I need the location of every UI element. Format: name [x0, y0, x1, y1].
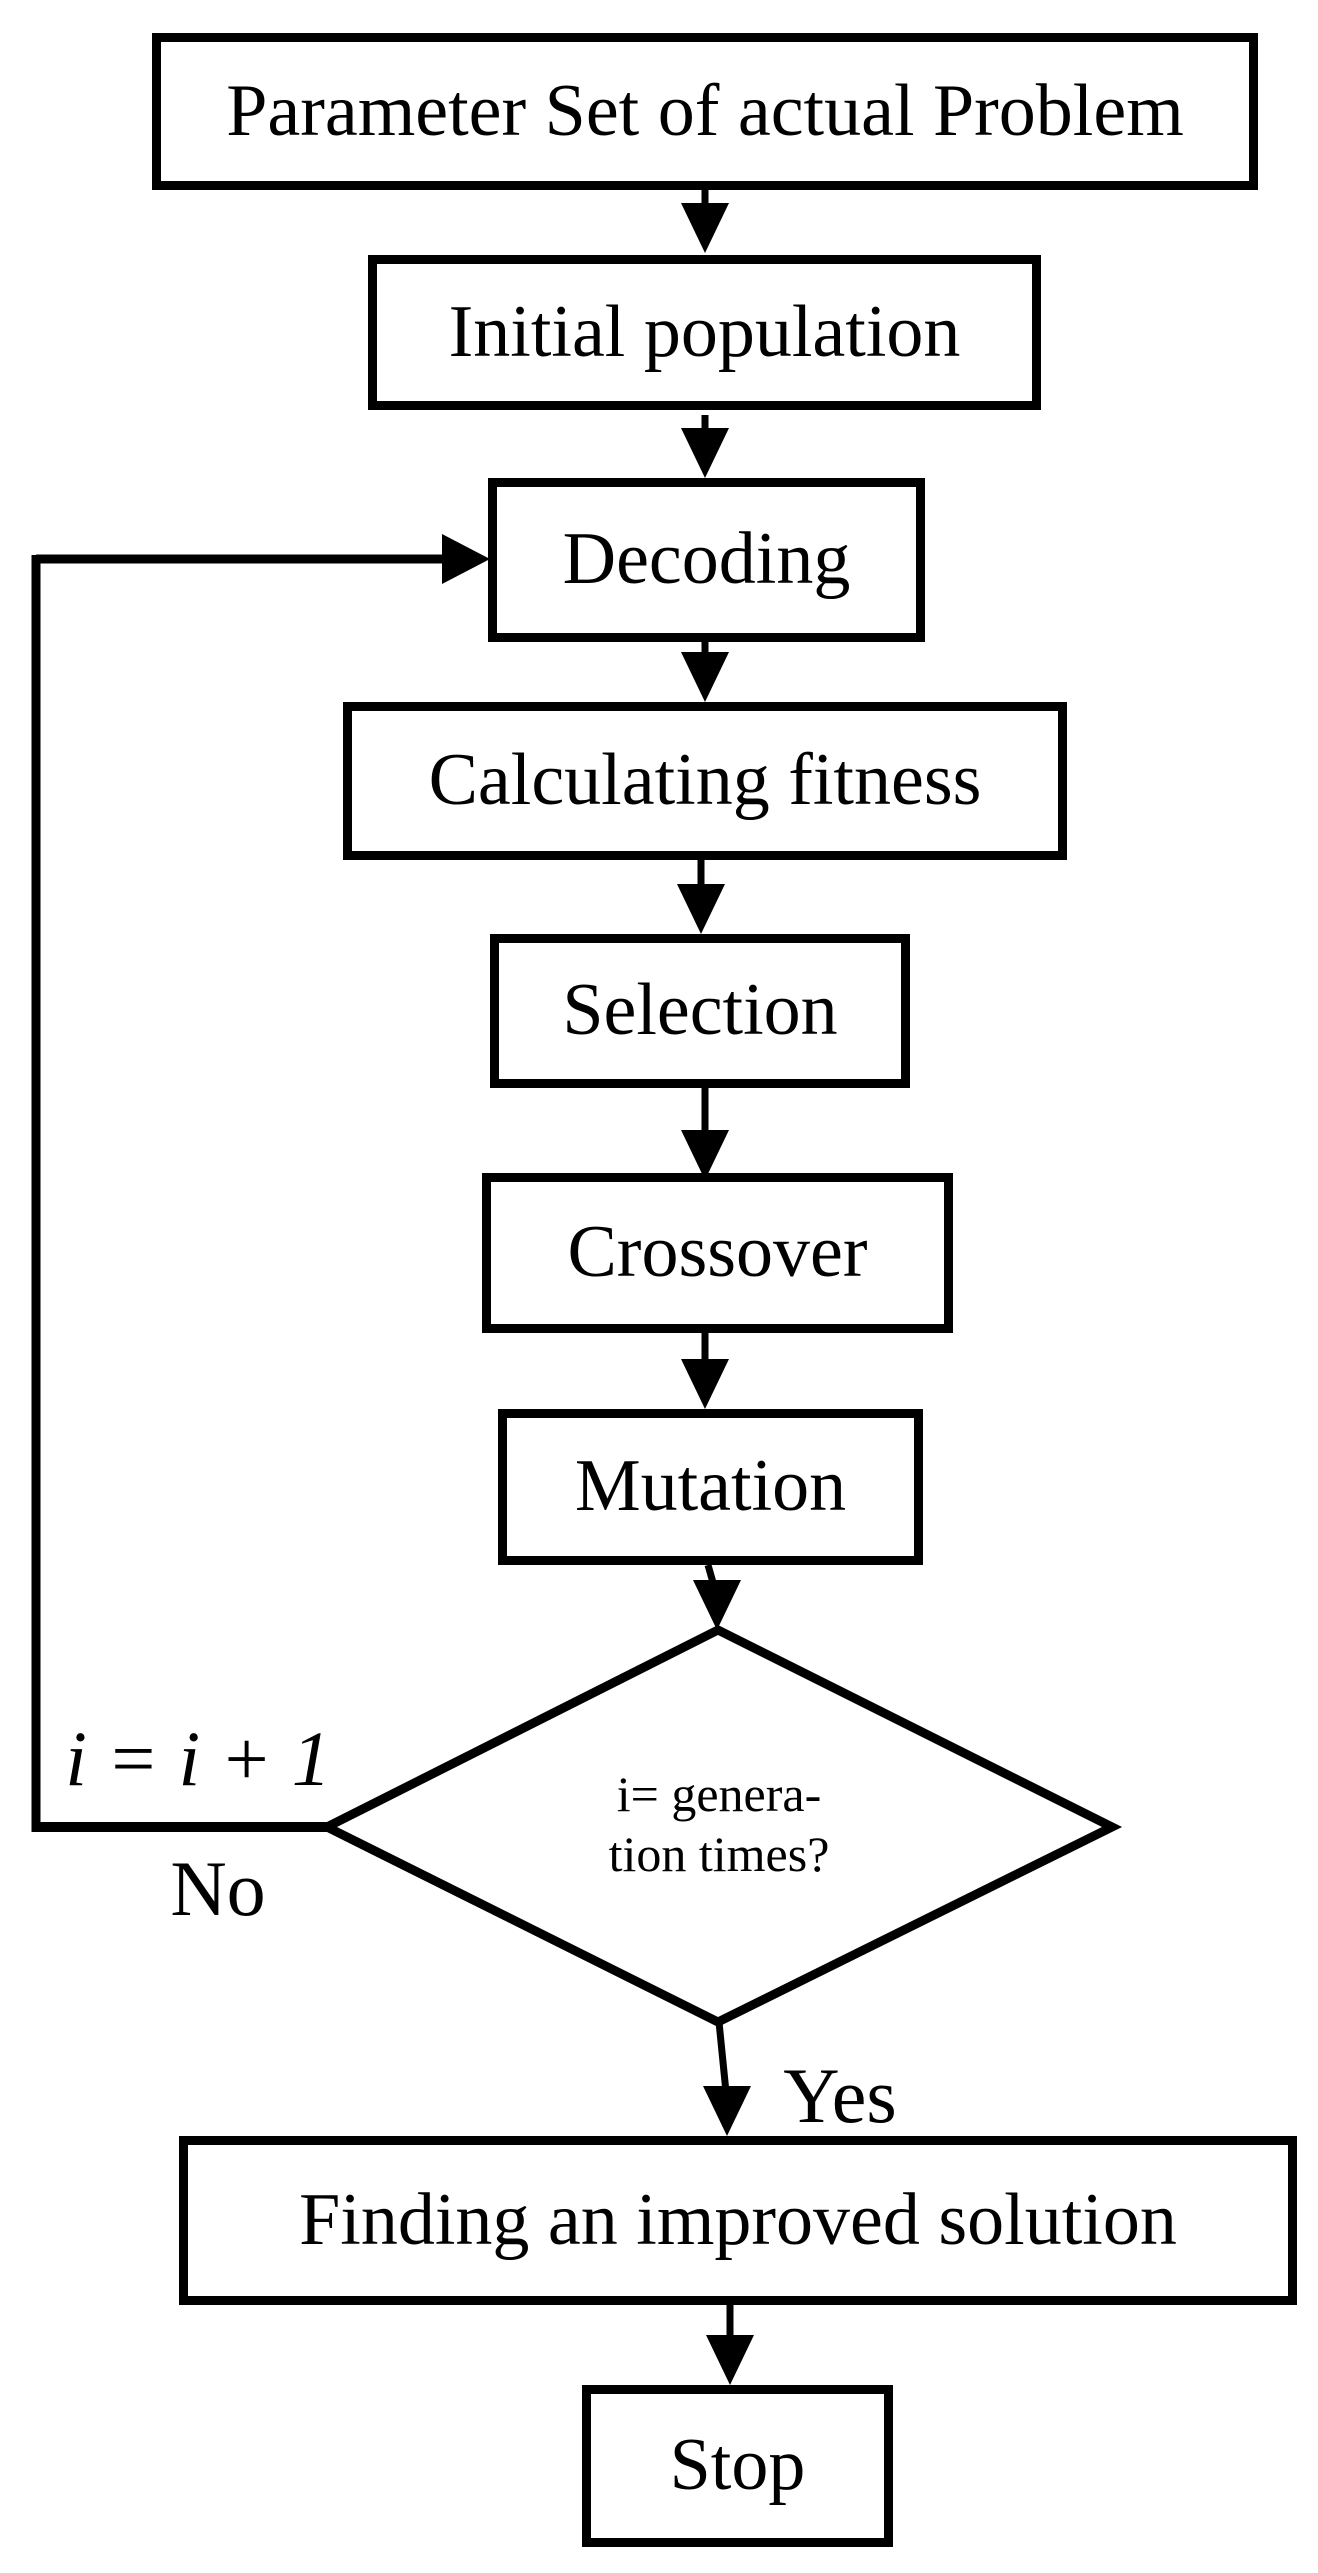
arrow-param-to-initial: [681, 190, 729, 253]
node-decoding-label: Decoding: [562, 518, 851, 601]
arrow-decoding-to-fitness: [681, 642, 729, 702]
node-initial-population-label: Initial population: [448, 290, 961, 373]
node-calculating-fitness: Calculating fitness: [343, 702, 1067, 860]
node-mutation-label: Mutation: [574, 1445, 847, 1528]
no-branch-label: No: [170, 1845, 266, 1932]
node-selection-label: Selection: [562, 969, 838, 1052]
yes-branch-label: Yes: [783, 2052, 897, 2139]
node-mutation: Mutation: [498, 1409, 923, 1565]
node-initial-population: Initial population: [368, 255, 1041, 410]
node-calculating-fitness-label: Calculating fitness: [428, 739, 982, 822]
node-selection: Selection: [490, 934, 910, 1088]
node-finding-solution-label: Finding an improved solution: [299, 2178, 1177, 2261]
arrow-finding-to-stop: [706, 2305, 754, 2385]
decision-question: i= genera- tion times?: [469, 1764, 969, 1884]
node-finding-solution: Finding an improved solution: [179, 2136, 1297, 2305]
arrow-initial-to-decoding: [681, 415, 729, 478]
increment-label: i = i + 1: [65, 1715, 331, 1802]
arrow-crossover-to-mutation: [681, 1333, 729, 1409]
node-parameter-set: Parameter Set of actual Problem: [152, 33, 1258, 190]
node-parameter-set-label: Parameter Set of actual Problem: [226, 69, 1184, 152]
node-decoding: Decoding: [488, 478, 925, 642]
arrow-selection-to-crossover: [681, 1088, 729, 1180]
node-stop: Stop: [582, 2385, 893, 2547]
decision-diamond: [316, 1624, 1123, 2028]
node-stop-label: Stop: [669, 2424, 806, 2507]
decision-question-line2: tion times?: [608, 1826, 830, 1882]
decision-question-line1: i= genera-: [616, 1766, 822, 1822]
arrow-decision-to-finding: [703, 2021, 751, 2136]
loop-arrowhead-icon: [442, 534, 490, 584]
node-crossover: Crossover: [482, 1173, 953, 1333]
arrow-mutation-to-decision: [693, 1564, 741, 1630]
arrow-fitness-to-selection: [677, 860, 725, 934]
loop-no-path: [31, 534, 490, 1832]
node-crossover-label: Crossover: [567, 1211, 868, 1294]
